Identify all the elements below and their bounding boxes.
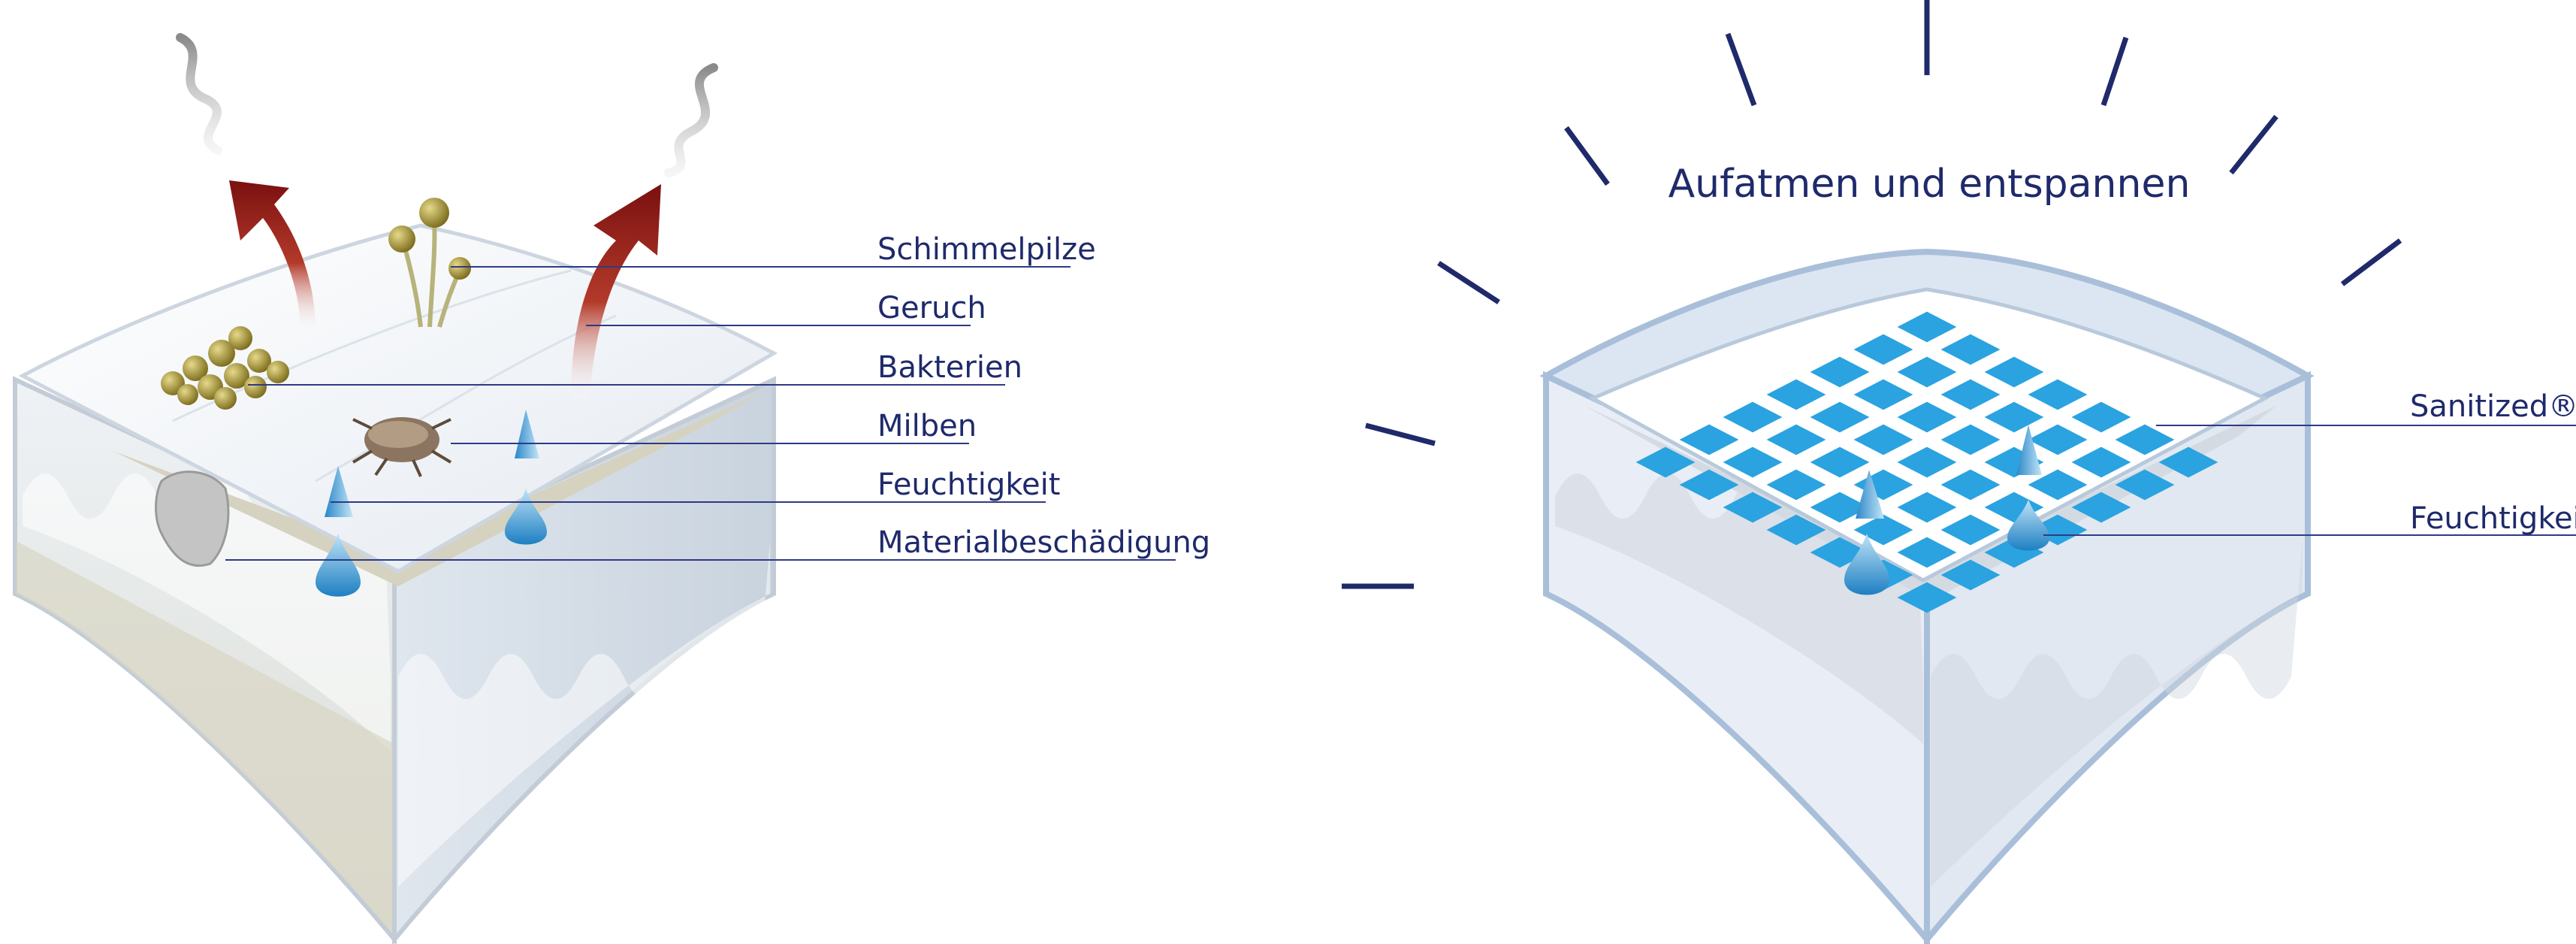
odor-arrow-right-icon [571, 184, 661, 398]
mite-icon [352, 417, 452, 477]
sanitized-tile [1853, 334, 1913, 365]
mold-icon [388, 198, 471, 328]
label-sanitized: Sanitized® [2410, 389, 2576, 424]
sanitized-drop-1-icon [1844, 534, 1889, 595]
headline-relax: Aufatmen und entspannen [1669, 162, 2191, 207]
sanitized-tile [1897, 311, 1957, 343]
bacteria-icon [161, 326, 289, 410]
sanitized-tile [1723, 492, 1783, 523]
sanitized-tile [1940, 334, 2001, 365]
smoke-wisp-right-icon [664, 63, 718, 177]
label-moisture-left: Feuchtigkeit [877, 467, 1060, 502]
label-material-damage: Materialbeschädigung [877, 525, 1210, 560]
material-damage-hole [155, 470, 230, 567]
sanitized-tile [2028, 424, 2088, 455]
sanitized-tile [1810, 356, 1870, 388]
label-odor: Geruch [877, 291, 986, 325]
left-leader-lines [225, 266, 1176, 561]
moisture-cone-1-icon [515, 410, 539, 458]
odor-arrow-left-icon [229, 180, 316, 331]
sanitized-tile [2158, 446, 2218, 478]
sanitized-drop-2-icon [2007, 500, 2049, 551]
sanitized-tile [1853, 424, 1913, 455]
sanitized-tile [1940, 424, 2001, 455]
foam-base-left [17, 541, 394, 936]
left-label-group: Schimmelpilze Geruch Bakterien Milben Fe… [877, 232, 1210, 560]
foam-wave-right [398, 541, 770, 887]
sanitized-top-cover [1588, 287, 2269, 582]
label-mites: Milben [877, 409, 977, 443]
sanitized-tile [1766, 379, 1826, 410]
sanitized-tile [1766, 424, 1826, 455]
moisture-cone-2-icon [325, 466, 353, 517]
sanitized-tile [1897, 537, 1957, 568]
sanitized-tile [2071, 401, 2131, 433]
sanitized-tile [1810, 492, 1870, 523]
smoke-wisp-left-icon [176, 33, 222, 155]
moisture-drop-1-icon [316, 534, 361, 597]
sanitized-tile [1940, 514, 2001, 546]
foam-wave-left [23, 474, 391, 752]
sanitized-tile [1940, 559, 2001, 591]
radiance-rays-icon [1342, 0, 2402, 589]
sanitized-tile [1984, 401, 2044, 433]
sanitized-cone-2-icon [1856, 470, 1884, 519]
sanitized-tile [2028, 469, 2088, 501]
sanitized-tile [1897, 492, 1957, 523]
sanitized-tile [1897, 446, 1957, 478]
sanitized-tile [1723, 401, 1783, 433]
moisture-drop-2-icon [505, 489, 547, 545]
right-label-group: Sanitized® Feuchtigkeit [2410, 389, 2576, 536]
sanitized-tile [1635, 446, 1696, 478]
sanitized-tile [1766, 514, 1826, 546]
sanitized-tile [1940, 379, 2001, 410]
mattress-damaged [13, 33, 778, 944]
sanitized-cone-1-icon [2016, 425, 2042, 475]
sanitized-tile [1810, 401, 1870, 433]
sanitized-tile [2071, 492, 2131, 523]
label-mold: Schimmelpilze [877, 232, 1096, 267]
sanitized-tile [1984, 356, 2044, 388]
sanitized-tile [2028, 379, 2088, 410]
right-leader-lines [2043, 425, 2576, 536]
sanitized-tile [1679, 469, 1739, 501]
sanitized-tile [1723, 446, 1783, 478]
mattress-sanitized [1539, 248, 2315, 944]
sanitized-tile [2115, 424, 2175, 455]
sanitized-tile [1853, 379, 1913, 410]
sanitized-tile [1766, 469, 1826, 501]
sanitized-tile [1679, 424, 1739, 455]
sanitized-tile [1897, 356, 1957, 388]
sanitized-tile [2071, 446, 2131, 478]
sanitized-tile [1897, 582, 1957, 613]
sanitized-tile [1897, 401, 1957, 433]
sanitized-tile [1940, 469, 2001, 501]
sanitized-tile [1853, 514, 1913, 546]
sanitized-tile [2115, 469, 2175, 501]
label-moisture-right: Feuchtigkeit [2410, 501, 2576, 536]
sanitized-tile [1810, 446, 1870, 478]
label-bacteria: Bakterien [877, 350, 1022, 385]
